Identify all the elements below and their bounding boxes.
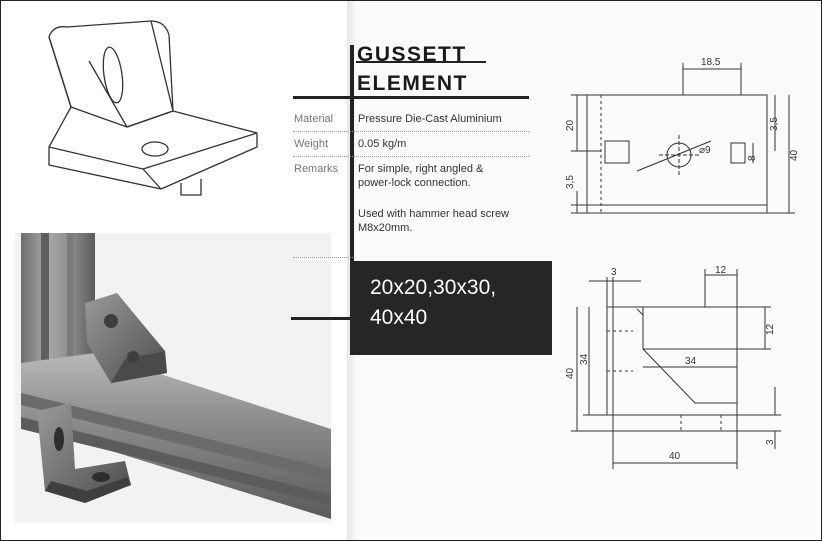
spec-divider [293, 156, 529, 157]
spec-label-weight: Weight [294, 138, 329, 150]
spec-divider [293, 131, 529, 132]
spec-bottom-rule [291, 317, 353, 320]
sizes-badge: 20x20,30x30, 40x40 [350, 261, 552, 355]
dim-lower: 3,5 [565, 175, 576, 189]
product-title-line1: GUSSETT [357, 43, 467, 66]
spec-header-rule [293, 96, 529, 99]
title-rule-vertical [350, 45, 354, 321]
sizes-line1: 20x20,30x30, [370, 276, 497, 299]
dim-height-upper: 20 [565, 119, 576, 131]
spec-value-remarks-line2: power-lock connection. [358, 177, 471, 189]
spec-label-remarks: Remarks [294, 163, 339, 175]
dim-outer-left: 40 [565, 367, 576, 379]
product-title-line2: ELEMENT [357, 72, 468, 95]
dim-top-right: 12 [715, 265, 727, 276]
bottom-technical-drawing: 3 12 12 34 40 34 40 3 [565, 265, 781, 469]
bracket-sketch [48, 20, 258, 196]
product-photo [15, 233, 331, 523]
dim-inner-left: 34 [579, 353, 590, 365]
dim-inner: 34 [685, 356, 697, 367]
dim-width-top: 18.5 [701, 57, 721, 68]
spec-value-material: Pressure Die-Cast Aluminium [358, 113, 502, 125]
dim-bottom-right: 3 [765, 439, 776, 445]
dim-bottom-width: 40 [669, 451, 681, 462]
top-technical-drawing: 18.5 20 3,5 ⌀9 8 40 3,5 [565, 57, 800, 214]
spec-note-line1: Used with hammer head screw [358, 208, 510, 220]
spec-label-material: Material [294, 113, 334, 125]
spec-note-line2: M8x20mm. [358, 222, 413, 234]
dim-right-mid: 12 [765, 323, 776, 335]
dim-slot: 8 [747, 155, 758, 161]
spec-value-remarks-line1: For simple, right angled & [358, 163, 484, 175]
spec-divider [293, 257, 353, 258]
spec-value-weight: 0.05 kg/m [358, 138, 407, 150]
dim-hole: ⌀9 [699, 145, 711, 156]
dim-total-height: 40 [789, 149, 800, 161]
dim-top-left: 3 [611, 267, 617, 278]
dim-right-upper: 3,5 [769, 117, 780, 131]
title-rule-top [356, 61, 486, 63]
left-page [1, 1, 347, 540]
sizes-line2: 40x40 [370, 306, 428, 329]
